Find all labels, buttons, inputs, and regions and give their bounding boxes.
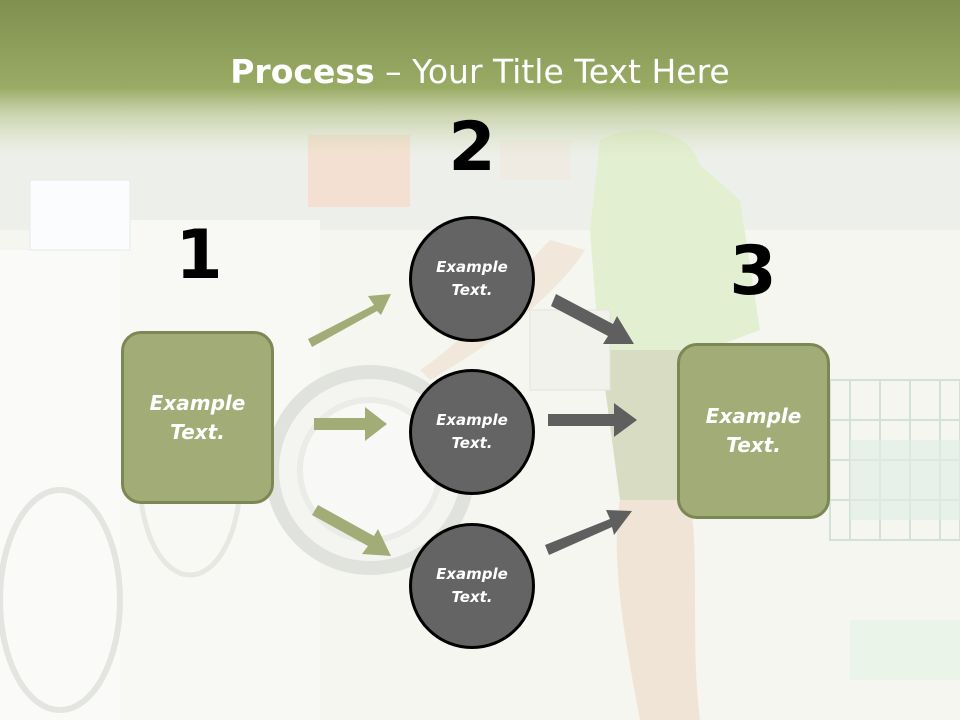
step-number-2: 2	[448, 108, 496, 187]
step2-circle-bottom: Example Text.	[409, 523, 535, 649]
arrow-right-icon	[548, 403, 637, 437]
arrow-right-icon	[308, 294, 391, 347]
step-number-1: 1	[175, 216, 223, 295]
step3-box-label: Example Text.	[705, 404, 802, 457]
gray-arrows	[545, 294, 637, 555]
step-number-3: 3	[729, 232, 777, 311]
arrow-right-icon	[545, 510, 632, 555]
step1-box-label: Example Text.	[149, 390, 246, 444]
green-arrows	[308, 294, 391, 556]
step2-circle-top: Example Text.	[409, 216, 535, 342]
step1-box: Example Text.	[121, 331, 274, 504]
slide-title: Process – Your Title Text Here	[0, 52, 960, 91]
circle-middle-label: Example Text.	[436, 411, 508, 452]
arrow-right-icon	[312, 505, 391, 556]
title-bold: Process	[230, 52, 375, 91]
arrow-right-icon	[551, 294, 634, 344]
circle-top-label: Example Text.	[436, 258, 508, 299]
step3-box: Example Text.	[677, 343, 830, 519]
title-rest: – Your Title Text Here	[374, 52, 730, 91]
step2-circle-middle: Example Text.	[409, 369, 535, 495]
circle-bottom-label: Example Text.	[436, 565, 508, 606]
arrow-right-icon	[314, 407, 387, 441]
